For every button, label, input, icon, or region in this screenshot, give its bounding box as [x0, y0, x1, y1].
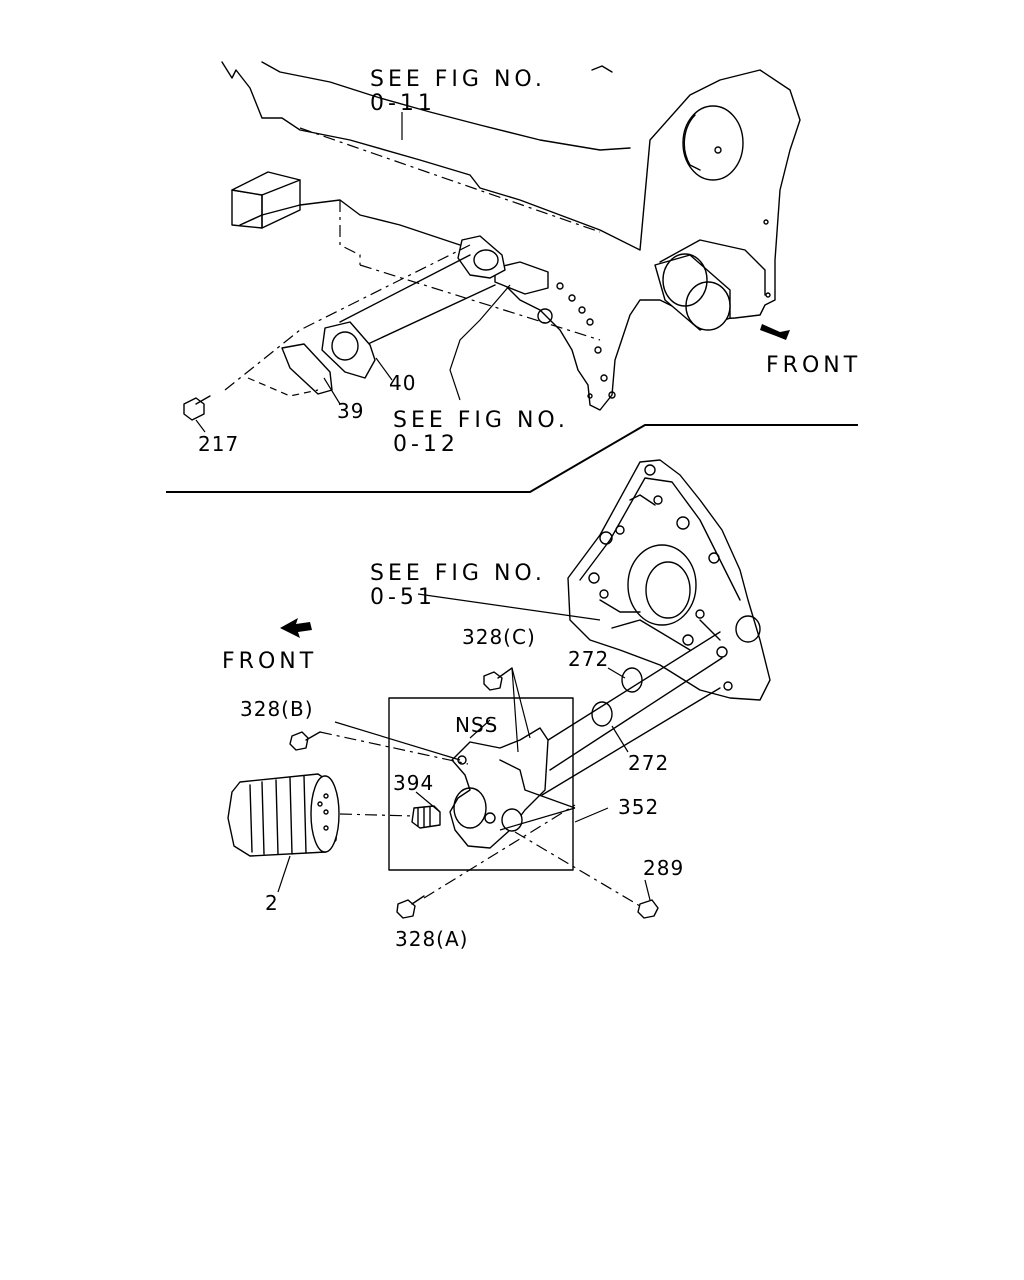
- assembly-box-352: [388, 697, 574, 871]
- part-label-217: 217: [198, 432, 239, 456]
- o-ring-272-upper: [621, 667, 643, 693]
- front-arrow-lower-icon: [280, 618, 312, 638]
- part-label-328c: 328(C): [462, 625, 536, 649]
- part-label-2: 2: [265, 891, 279, 915]
- ref-0-51-line1: SEE FIG NO.: [370, 561, 546, 586]
- front-arrow-upper-icon: [760, 324, 790, 340]
- engine-block-drawing: [221, 61, 801, 411]
- bolt-217: [183, 395, 211, 421]
- front-label-upper: FRONT: [766, 353, 861, 378]
- front-label-lower: FRONT: [222, 649, 317, 674]
- oil-filter-2: [227, 773, 340, 857]
- cover-plate-39: [247, 343, 333, 397]
- fitting-394: [411, 805, 441, 829]
- plug-289: [637, 899, 659, 919]
- ref-0-51-line2: 0-51: [370, 585, 436, 610]
- part-label-40: 40: [389, 371, 416, 395]
- part-label-39: 39: [337, 399, 364, 423]
- part-label-nss: NSS: [455, 713, 498, 737]
- ref-0-12-line2: 0-12: [393, 432, 459, 457]
- part-label-328b: 328(B): [240, 697, 314, 721]
- part-label-289: 289: [643, 856, 684, 880]
- bolt-328c: [483, 667, 513, 691]
- ref-0-11-line1: SEE FIG NO.: [370, 67, 546, 92]
- oil-pump-housing-drawing: [567, 459, 771, 701]
- part-label-352: 352: [618, 795, 659, 819]
- part-label-328a: 328(A): [395, 927, 468, 951]
- ref-0-11-line2: 0-11: [370, 91, 436, 116]
- ref-0-12-line1: SEE FIG NO.: [393, 408, 569, 433]
- section-divider: [166, 424, 858, 493]
- part-label-394: 394: [393, 771, 434, 795]
- bolt-328b: [289, 731, 321, 751]
- gasket-40: [321, 321, 376, 379]
- part-label-272-lower: 272: [628, 751, 669, 775]
- bolt-328a: [396, 895, 425, 919]
- o-ring-272-lower: [591, 701, 613, 727]
- part-label-272-upper: 272: [568, 647, 609, 671]
